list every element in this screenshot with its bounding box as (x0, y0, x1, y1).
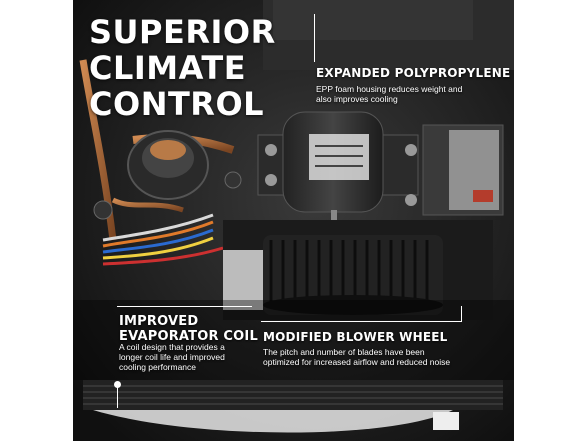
headline-line-2: CLIMATE (89, 49, 247, 87)
callout-line-expanded-vertical (314, 14, 315, 62)
internal-components-illustration (73, 0, 514, 441)
callout-title-evaporator: IMPROVED EVAPORATOR COIL (119, 314, 258, 344)
callout-dot-evaporator (114, 381, 121, 388)
callout-title-evaporator-line-1: IMPROVED (119, 314, 199, 329)
headline-line-3: CONTROL (89, 85, 265, 123)
product-photo (73, 0, 514, 441)
callout-title-evaporator-line-2: EVAPORATOR COIL (119, 329, 258, 344)
callout-line-blower-vertical (461, 306, 462, 322)
text-overlay: SUPERIOR CLIMATE CONTROL EXPANDED POLYPR… (73, 0, 514, 441)
headline-line-1: SUPERIOR (89, 13, 276, 51)
callout-text-blower: The pitch and number of blades have been… (263, 347, 451, 367)
callout-line-blower-horizontal (261, 321, 461, 322)
callout-text-evaporator: A coil design that provides a longer coi… (119, 342, 225, 372)
headline: SUPERIOR CLIMATE CONTROL (89, 14, 276, 122)
callout-line-evaporator-vertical (117, 384, 118, 408)
callout-text-expanded: EPP foam housing reduces weight and also… (316, 84, 463, 104)
callout-title-expanded: EXPANDED POLYPROPYLENE (316, 66, 511, 80)
callout-line-evaporator-horizontal (117, 306, 252, 307)
callout-title-blower: MODIFIED BLOWER WHEEL (263, 330, 448, 344)
